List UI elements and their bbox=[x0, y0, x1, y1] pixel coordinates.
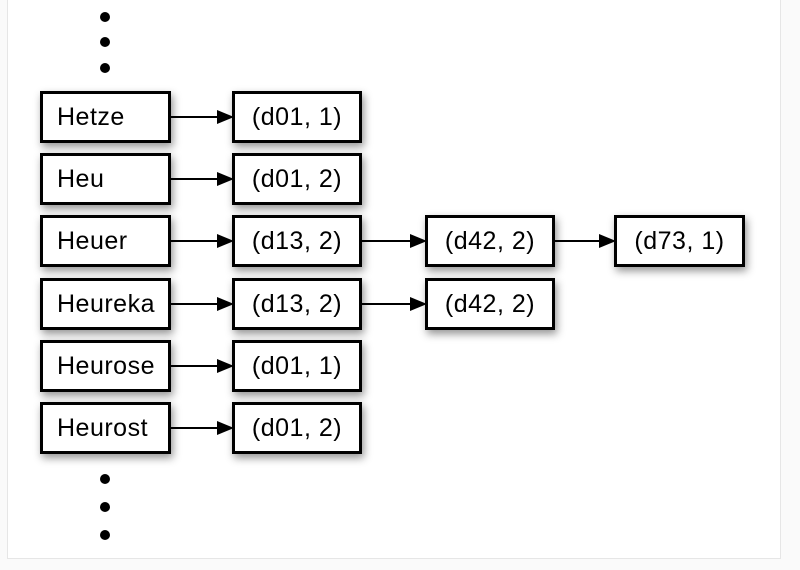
arrow-line bbox=[170, 115, 219, 119]
posting-box: (d42, 2) bbox=[425, 215, 555, 267]
arrowhead-icon bbox=[217, 421, 234, 435]
arrow-line bbox=[170, 426, 219, 430]
arrowhead-icon bbox=[217, 359, 234, 373]
arrow-line bbox=[361, 239, 412, 243]
arrowhead-icon bbox=[599, 234, 616, 248]
posting-box: (d42, 2) bbox=[425, 278, 555, 330]
arrowhead-icon bbox=[217, 297, 234, 311]
arrow-line bbox=[170, 364, 219, 368]
posting-box: (d01, 2) bbox=[232, 402, 362, 454]
term-box-heurose: Heurose bbox=[40, 340, 171, 392]
arrowhead-icon bbox=[217, 110, 234, 124]
posting-box: (d13, 2) bbox=[232, 278, 362, 330]
term-box-heurost: Heurost bbox=[40, 402, 171, 454]
arrowhead-icon bbox=[217, 234, 234, 248]
ellipsis-top-dot-1 bbox=[100, 12, 110, 22]
arrow-line bbox=[170, 302, 219, 306]
arrowhead-icon bbox=[410, 234, 427, 248]
term-box-hetze: Hetze bbox=[40, 91, 171, 143]
term-box-heureka: Heureka bbox=[40, 278, 171, 330]
posting-box: (d73, 1) bbox=[614, 215, 745, 267]
term-box-heuer: Heuer bbox=[40, 215, 171, 267]
ellipsis-top-dot-2 bbox=[100, 37, 110, 47]
ellipsis-bottom-dot-3 bbox=[100, 530, 110, 540]
posting-box: (d01, 2) bbox=[232, 153, 362, 205]
ellipsis-bottom-dot-2 bbox=[100, 502, 110, 512]
posting-box: (d13, 2) bbox=[232, 215, 362, 267]
arrow-line bbox=[170, 177, 219, 181]
posting-box: (d01, 1) bbox=[232, 91, 362, 143]
posting-box: (d01, 1) bbox=[232, 340, 362, 392]
ellipsis-bottom-dot-1 bbox=[100, 474, 110, 484]
arrow-line bbox=[554, 239, 601, 243]
arrowhead-icon bbox=[217, 172, 234, 186]
ellipsis-top-dot-3 bbox=[100, 63, 110, 73]
arrow-line bbox=[361, 302, 412, 306]
arrow-line bbox=[170, 239, 219, 243]
term-box-heu: Heu bbox=[40, 153, 171, 205]
arrowhead-icon bbox=[410, 297, 427, 311]
